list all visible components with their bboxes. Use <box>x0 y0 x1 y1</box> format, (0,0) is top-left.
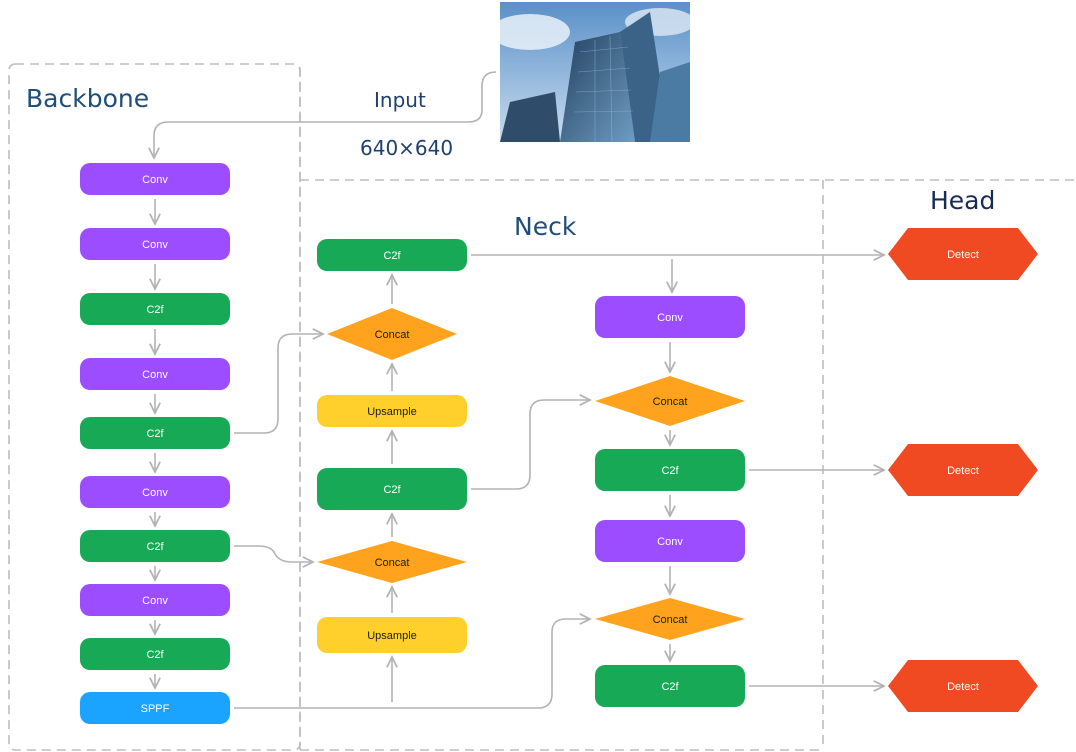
edge-b7-n5 <box>234 545 313 562</box>
node-conv-m1: Conv <box>595 296 745 338</box>
upsample-shape <box>317 395 467 427</box>
node-c2f-m3: C2f <box>595 449 745 491</box>
node-label: C2f <box>146 304 164 316</box>
c2f-shape <box>595 665 745 707</box>
conv-shape <box>595 520 745 562</box>
node-c2f-b7: C2f <box>80 530 230 562</box>
node-c2f-n4: C2f <box>317 468 467 510</box>
edge-b10-m5 <box>234 619 590 709</box>
input-image <box>500 2 690 142</box>
node-label: C2f <box>146 541 164 553</box>
node-label: SPPF <box>141 703 170 715</box>
c2f-shape <box>80 530 230 562</box>
node-conv-m4: Conv <box>595 520 745 562</box>
node-label: Upsample <box>367 406 417 418</box>
conv-shape <box>80 476 230 508</box>
node-concat-n2: Concat <box>327 308 457 360</box>
node-label: Conv <box>142 487 168 499</box>
node-conv-b2: Conv <box>80 228 230 260</box>
c2f-shape <box>317 468 467 510</box>
concat-shape <box>595 598 745 640</box>
node-label: Conv <box>142 239 168 251</box>
node-conv-b8: Conv <box>80 584 230 616</box>
node-c2f-b5: C2f <box>80 417 230 449</box>
node-c2f-b3: C2f <box>80 293 230 325</box>
node-detect-d3: Detect <box>888 660 1038 712</box>
backbone-title: Backbone <box>26 84 150 113</box>
c2f-shape <box>80 417 230 449</box>
node-label: Conv <box>142 595 168 607</box>
node-detect-d1: Detect <box>888 228 1038 280</box>
conv-shape <box>80 584 230 616</box>
node-upsample-n6: Upsample <box>317 617 467 653</box>
node-label: C2f <box>146 649 164 661</box>
node-sppf-b10: SPPF <box>80 692 230 724</box>
detect-shape <box>888 444 1038 496</box>
node-label: Conv <box>142 369 168 381</box>
node-conv-b6: Conv <box>80 476 230 508</box>
node-concat-n5: Concat <box>317 541 467 583</box>
node-conv-b1: Conv <box>80 163 230 195</box>
node-label: Concat <box>653 396 688 408</box>
node-label: Conv <box>657 312 683 324</box>
input-size-label: 640×640 <box>360 136 454 160</box>
node-label: Concat <box>375 329 410 341</box>
node-label: C2f <box>146 428 164 440</box>
c2f-shape <box>80 293 230 325</box>
node-label: Detect <box>947 465 979 477</box>
node-upsample-n3: Upsample <box>317 395 467 427</box>
node-label: C2f <box>383 484 401 496</box>
node-c2f-b9: C2f <box>80 638 230 670</box>
edge-b5-n2 <box>234 334 323 434</box>
node-c2f-n1: C2f <box>317 239 467 271</box>
node-label: Conv <box>657 536 683 548</box>
node-conv-b4: Conv <box>80 358 230 390</box>
conv-shape <box>80 358 230 390</box>
c2f-shape <box>80 638 230 670</box>
node-label: C2f <box>661 465 679 477</box>
c2f-shape <box>317 239 467 271</box>
node-label: Concat <box>375 557 410 569</box>
concat-shape <box>595 376 745 426</box>
conv-shape <box>595 296 745 338</box>
c2f-shape <box>595 449 745 491</box>
detect-shape <box>888 660 1038 712</box>
upsample-shape <box>317 617 467 653</box>
node-label: Concat <box>653 614 688 626</box>
concat-shape <box>317 541 467 583</box>
node-label: C2f <box>383 250 401 262</box>
conv-shape <box>80 163 230 195</box>
node-label: Detect <box>947 249 979 261</box>
node-label: C2f <box>661 681 679 693</box>
node-concat-m5: Concat <box>595 598 745 640</box>
node-concat-m2: Concat <box>595 376 745 426</box>
node-c2f-m6: C2f <box>595 665 745 707</box>
edge-n4-m2 <box>471 400 590 490</box>
node-label: Detect <box>947 681 979 693</box>
head-title: Head <box>930 186 996 215</box>
node-label: Upsample <box>367 630 417 642</box>
sppf-shape <box>80 692 230 724</box>
concat-shape <box>327 308 457 360</box>
detect-shape <box>888 228 1038 280</box>
node-detect-d2: Detect <box>888 444 1038 496</box>
backbone-frame <box>8 63 301 751</box>
conv-shape <box>80 228 230 260</box>
node-label: Conv <box>142 174 168 186</box>
edge-input-b1 <box>154 71 497 158</box>
input-label: Input <box>374 88 426 112</box>
neck-title: Neck <box>514 212 577 241</box>
